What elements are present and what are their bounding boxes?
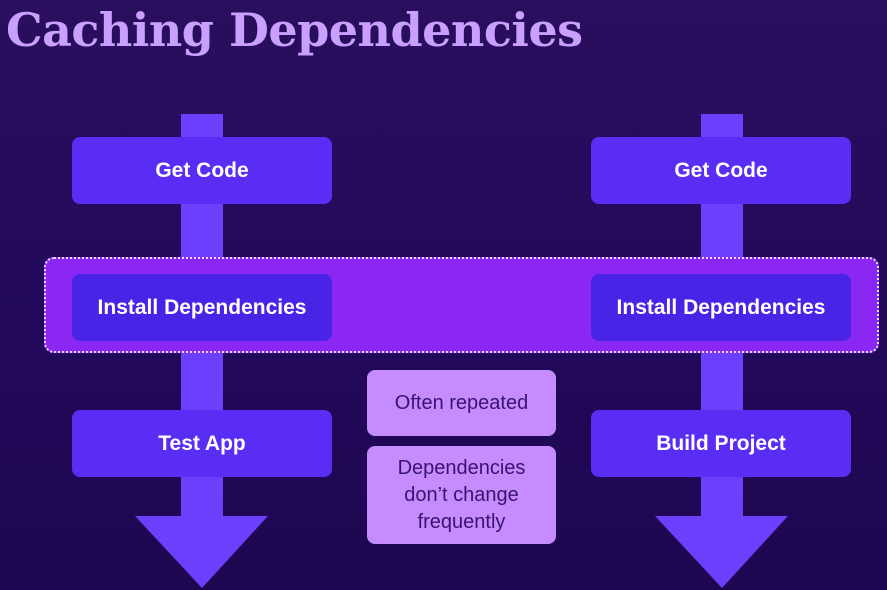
dependencies-note-line-3: frequently [417, 510, 506, 533]
right-install-dependencies-step: Install Dependencies [591, 274, 851, 341]
often-repeated-text: Often repeated [394, 391, 529, 414]
left-get-code-step: Get Code [72, 137, 332, 204]
left-install-dependencies-step: Install Dependencies [72, 274, 332, 341]
often-repeated-note: Often repeated [367, 370, 556, 436]
slide-title: Caching Dependencies [6, 3, 583, 57]
dependencies-stable-note: Dependencies don’t change frequently [367, 446, 556, 544]
dependencies-note-line-2: don’t change [404, 483, 519, 506]
left-test-app-step: Test App [72, 410, 332, 477]
right-get-code-step: Get Code [591, 137, 851, 204]
dependencies-note-line-1: Dependencies [397, 456, 526, 479]
right-build-project-step: Build Project [591, 410, 851, 477]
